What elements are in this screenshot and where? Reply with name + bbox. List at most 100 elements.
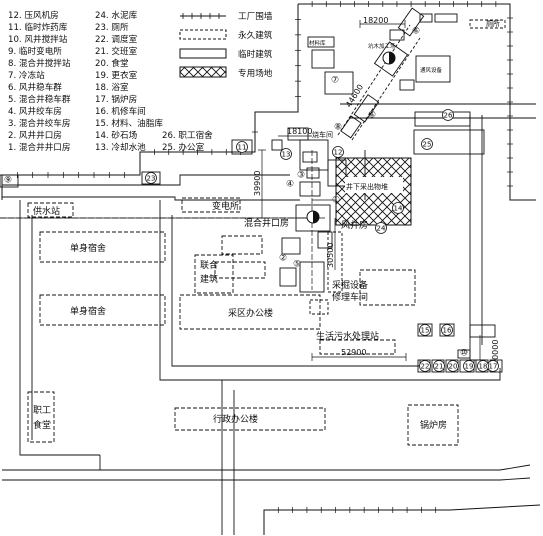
site-key-box <box>179 66 227 78</box>
legend-item-19: 19. 更衣室 <box>95 69 138 81</box>
stockpile-label: 井下采出物堆 <box>346 182 388 191</box>
marker-m13-label: 13 <box>282 151 291 159</box>
marker-m8-label: ⑧ <box>334 123 342 133</box>
marker-m14-label: 14 <box>394 205 403 213</box>
dimension-39900 <box>258 149 266 219</box>
legend-item-11: 11. 临时炸药库 <box>8 21 68 33</box>
legend-key-wall: 工厂围墙 <box>238 10 273 22</box>
storage-label: 材料库 <box>309 39 326 47</box>
shaft-symbols <box>306 51 396 224</box>
marker-m23: 23 <box>145 172 157 184</box>
dim-52900: 52900 <box>341 348 366 357</box>
marker-m3: ③ <box>297 171 305 181</box>
dorm2-label: 单身宿舍 <box>70 305 106 317</box>
legend-item-14: 14. 砂石场 <box>95 129 138 141</box>
legend-item-25: 25. 办公室 <box>162 141 205 153</box>
legend-item-26: 26. 职工宿舍 <box>162 129 213 141</box>
marker-m6b-label: ⑥ <box>368 111 376 121</box>
marker-m25: 25 <box>421 138 433 150</box>
marker-m13: 13 <box>280 148 292 160</box>
legend-item-4: 4. 风井绞车房 <box>8 105 62 117</box>
marker-m18-label: 18 <box>479 363 488 371</box>
marker-m16: 16 <box>441 324 453 336</box>
marker-m20: 20 <box>447 360 459 372</box>
dim-44600: 44600 <box>344 83 365 109</box>
marker-m21-label: 21 <box>435 363 444 371</box>
marker-m5-label: ⑤ <box>293 260 301 270</box>
marker-m12: 12 <box>332 146 344 158</box>
water-station-label: 供水站 <box>33 205 60 217</box>
upper-labels: 材料库 通风设备 厕所 坑木加工场 <box>309 19 500 74</box>
marker-m18: 18 <box>477 360 489 372</box>
marker-m11-label: 11 <box>238 144 247 152</box>
legend-item-24: 24. 水泥库 <box>95 9 138 21</box>
legend-key: 工厂围墙 永久建筑 临时建筑 专用场地 <box>179 10 273 79</box>
joint-building-label-line1: 联合 <box>200 259 218 271</box>
marker-m1: ① <box>332 196 340 206</box>
joint-building-label-line2: 建筑 <box>200 273 218 285</box>
marker-m8: ⑧ <box>334 123 342 133</box>
canteen-label-line1: 职工 <box>33 405 51 416</box>
air-shaft-house-label: 风井房 <box>341 219 368 231</box>
legend-item-2: 2. 风井井口房 <box>8 129 62 141</box>
marker-m6: ⑥ <box>412 27 420 37</box>
boiler-label: 锅炉房 <box>420 419 447 431</box>
marker-m22: 22 <box>419 360 431 372</box>
legend-item-5: 5. 混合井稳车群 <box>8 93 71 105</box>
legend-mid-column: 24. 水泥库 23. 厕所 22. 调度室 21. 交班室 20. 食堂 19… <box>95 9 213 153</box>
dim-18200: 18200 <box>363 16 388 25</box>
legend-item-8: 8. 混合井搅拌站 <box>8 57 71 69</box>
dorm1-label: 单身宿舍 <box>70 242 106 254</box>
canteen-label-line2: 食堂 <box>33 419 51 431</box>
marker-m6-label: ⑥ <box>412 27 420 37</box>
dim-39900: 39900 <box>253 171 262 196</box>
marker-m9-label: ⑨ <box>4 176 12 186</box>
dim-18100: 18100 <box>287 127 312 136</box>
marker-m5: ⑤ <box>293 260 301 270</box>
left-buildings <box>27 197 496 446</box>
legend-item-18: 18. 浴室 <box>95 81 129 93</box>
legend-item-13: 13. 冷却水池 <box>95 141 146 153</box>
mining-repair-label-line2: 修理车间 <box>332 291 368 303</box>
marker-m15: 15 <box>419 324 431 336</box>
marker-m2-label: ② <box>279 254 287 264</box>
mixed-shaft-house-label: 混合井口房 <box>244 217 289 229</box>
legend-item-16: 16. 机修车间 <box>95 105 146 117</box>
marker-m12-label: 12 <box>334 149 343 157</box>
legend-item-6: 6. 风井稳车群 <box>8 81 62 93</box>
legend-left-column: 12. 压风机房 11. 临时炸药库 10. 风井搅拌站 9. 临时变电所 8.… <box>8 9 71 153</box>
ventilation-label: 通风设备 <box>420 66 443 74</box>
marker-m7-label: ⑦ <box>331 76 339 86</box>
marker-m22-label: 22 <box>421 363 430 371</box>
legend-item-15: 15. 材料、油脂库 <box>95 117 163 129</box>
marker-m24-label: 24 <box>377 225 386 233</box>
marker-m26: 26 <box>442 109 454 121</box>
dimension-52900 <box>311 353 407 361</box>
marker-m3-label: ③ <box>297 171 305 181</box>
dim-10000: 10000 <box>491 340 500 365</box>
marker-m7: ⑦ <box>331 76 339 86</box>
right-buildings <box>0 111 503 373</box>
district-office-label: 采区办公楼 <box>228 307 273 319</box>
marker-m26-label: 26 <box>444 112 453 120</box>
legend-item-12: 12. 压风机房 <box>8 9 59 21</box>
marker-m10: ⑩ <box>460 349 468 359</box>
marker-m10-label: ⑩ <box>460 349 468 359</box>
roads <box>2 103 536 535</box>
marker-m4: ④ <box>286 180 294 190</box>
legend-item-3: 3. 混合井绞车房 <box>8 117 71 129</box>
marker-m19: 19 <box>463 360 475 372</box>
marker-m19-label: 19 <box>465 363 474 371</box>
legend-key-perm: 永久建筑 <box>238 29 273 41</box>
admin-office-label: 行政办公楼 <box>213 413 258 425</box>
marker-m24: 24 <box>375 222 387 234</box>
marker-m15-label: 15 <box>421 327 430 335</box>
marker-m17-label: 17 <box>489 363 498 371</box>
marker-m23-label: 23 <box>147 175 156 183</box>
dimension-18200 <box>359 20 406 28</box>
marker-m25-label: 25 <box>423 141 432 149</box>
dim-30500: 30500 <box>326 243 335 268</box>
legend-key-site: 专用场地 <box>238 67 273 79</box>
